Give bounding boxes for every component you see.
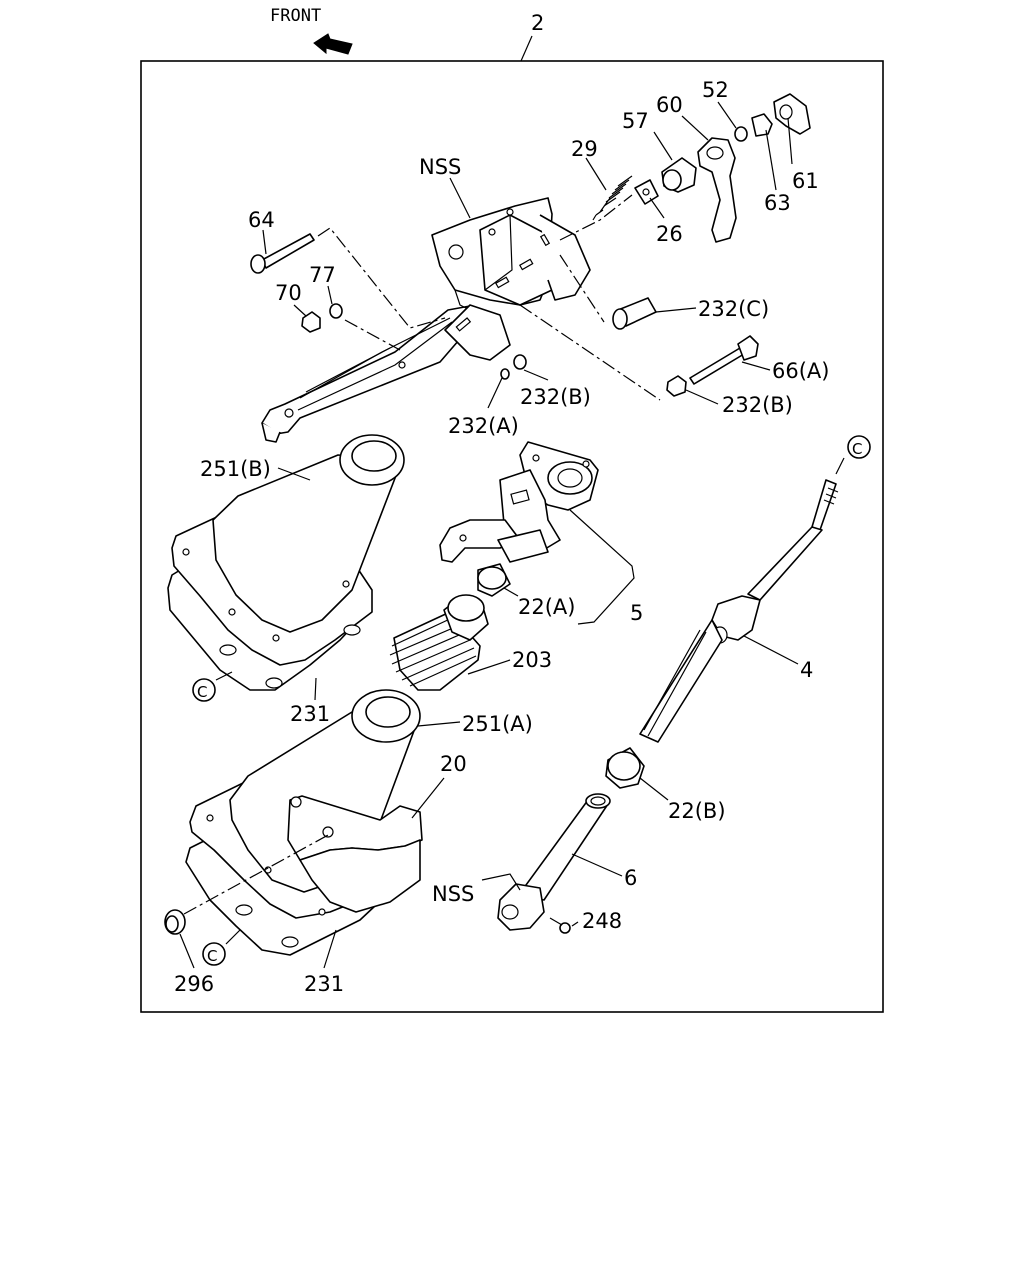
bolt-66a (689, 335, 759, 385)
bolt-296 (164, 833, 331, 935)
pedal-bracket (261, 197, 591, 443)
callout-57: 57 (622, 109, 649, 133)
callout-20: 20 (440, 752, 467, 776)
callout-61: 61 (792, 169, 819, 193)
assembly-leader (520, 35, 533, 62)
svg-text:C: C (852, 440, 862, 458)
bolt-64 (250, 233, 315, 274)
axis-line-232b (519, 304, 661, 401)
callout-296: 296 (174, 972, 214, 996)
callout-22a: 22(A) (518, 595, 575, 619)
shift-housing-5 (439, 441, 599, 563)
bushing-22a (477, 563, 511, 597)
nut-232b-right (666, 375, 687, 397)
callout-60: 60 (656, 93, 683, 117)
svg-text:C: C (197, 683, 207, 701)
callout-231-lower: 231 (304, 972, 344, 996)
callout-232c: 232(C) (698, 297, 769, 321)
svg-text:C: C (207, 947, 217, 965)
return-spring (592, 175, 633, 221)
diagram-frame (140, 60, 884, 1013)
washer-52 (734, 126, 748, 142)
callout-251a: 251(A) (462, 712, 533, 736)
axis-line-29 (559, 194, 633, 241)
callout-232b-center: 232(B) (520, 385, 591, 409)
callout-232a: 232(A) (448, 414, 519, 438)
callout-66a: 66(A) (772, 359, 829, 383)
boot-251b (167, 434, 405, 691)
axis-line-64 (317, 227, 446, 329)
callout-203: 203 (512, 648, 552, 672)
bellows-203 (389, 594, 489, 691)
nut-63 (751, 113, 773, 137)
callout-63: 63 (764, 191, 791, 215)
screw-248 (549, 917, 571, 934)
callout-232b-right: 232(B) (722, 393, 793, 417)
clamp-61 (773, 93, 811, 135)
nut-232a (500, 368, 510, 380)
callout-4: 4 (800, 658, 813, 682)
bushing-57 (661, 157, 697, 193)
callout-29: 29 (571, 137, 598, 161)
callout-52: 52 (702, 78, 729, 102)
callout-251b: 251(B) (200, 457, 271, 481)
callout-nss-bottom: NSS (432, 882, 474, 906)
lever-60 (697, 137, 737, 243)
axis-line-232c (559, 254, 605, 323)
bushing-22b (605, 747, 645, 789)
callout-70: 70 (275, 281, 302, 305)
front-label: FRONT (270, 6, 321, 26)
reference-c-bottom: C (202, 942, 226, 966)
front-arrow-icon (313, 33, 353, 55)
axis-line-77 (344, 319, 401, 351)
callout-231-upper: 231 (290, 702, 330, 726)
callout-22b: 22(B) (668, 799, 726, 823)
bushing-232c (612, 297, 657, 330)
callout-26: 26 (656, 222, 683, 246)
callout-5: 5 (630, 601, 643, 625)
nut-70 (301, 311, 321, 333)
reference-c-top-right: C (847, 435, 871, 459)
assembly-number: 2 (531, 11, 544, 35)
callout-64: 64 (248, 208, 275, 232)
callout-6: 6 (624, 866, 637, 890)
tube-6 (497, 793, 611, 931)
reference-c-left-mid: C (192, 678, 216, 702)
washer-77 (329, 303, 343, 319)
callout-nss-top: NSS (419, 155, 461, 179)
leader-lines (179, 101, 799, 969)
callout-77: 77 (309, 263, 336, 287)
callout-248: 248 (582, 909, 622, 933)
bracket-20 (287, 795, 423, 913)
column-shaft-4 (639, 479, 839, 743)
nut-232b-center (513, 354, 527, 370)
